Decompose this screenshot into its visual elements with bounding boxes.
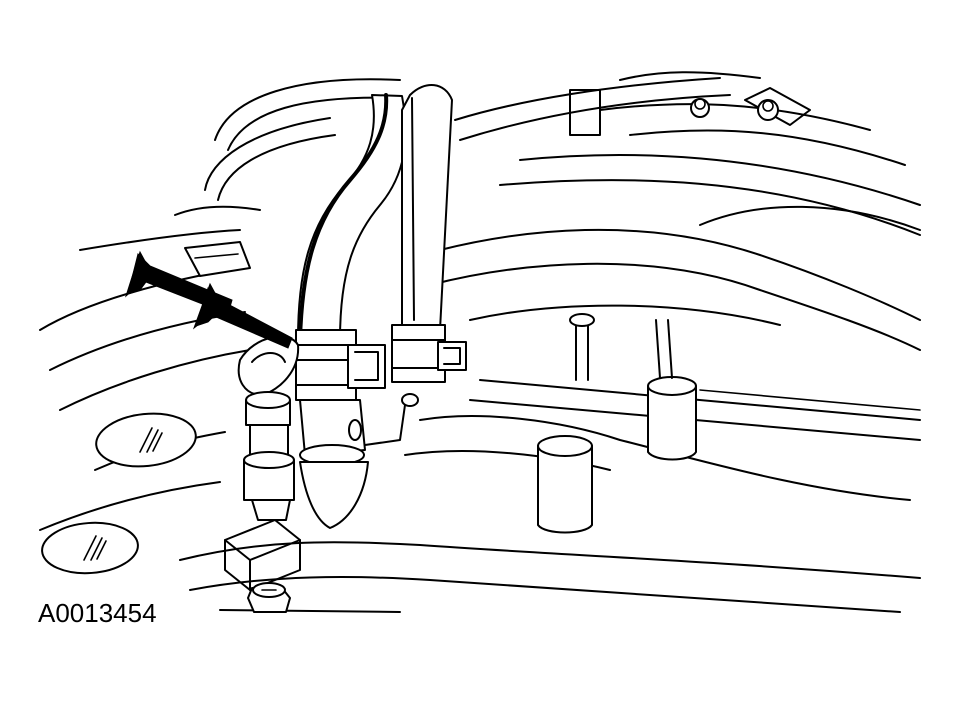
hose-retainer-clip-upper [174, 205, 261, 277]
bolt-lower [247, 582, 291, 613]
figure-id-label: A0013454 [38, 598, 157, 628]
pcv-nipple [237, 335, 300, 521]
engine-background-structure [39, 71, 921, 613]
callout-arrows [124, 250, 293, 349]
vacuum-hose-secondary [364, 84, 467, 446]
intake-fitting [299, 399, 369, 529]
valve-cover-bosses [41, 412, 197, 575]
mounting-posts [537, 313, 697, 534]
vacuum-hose-main [295, 93, 407, 401]
